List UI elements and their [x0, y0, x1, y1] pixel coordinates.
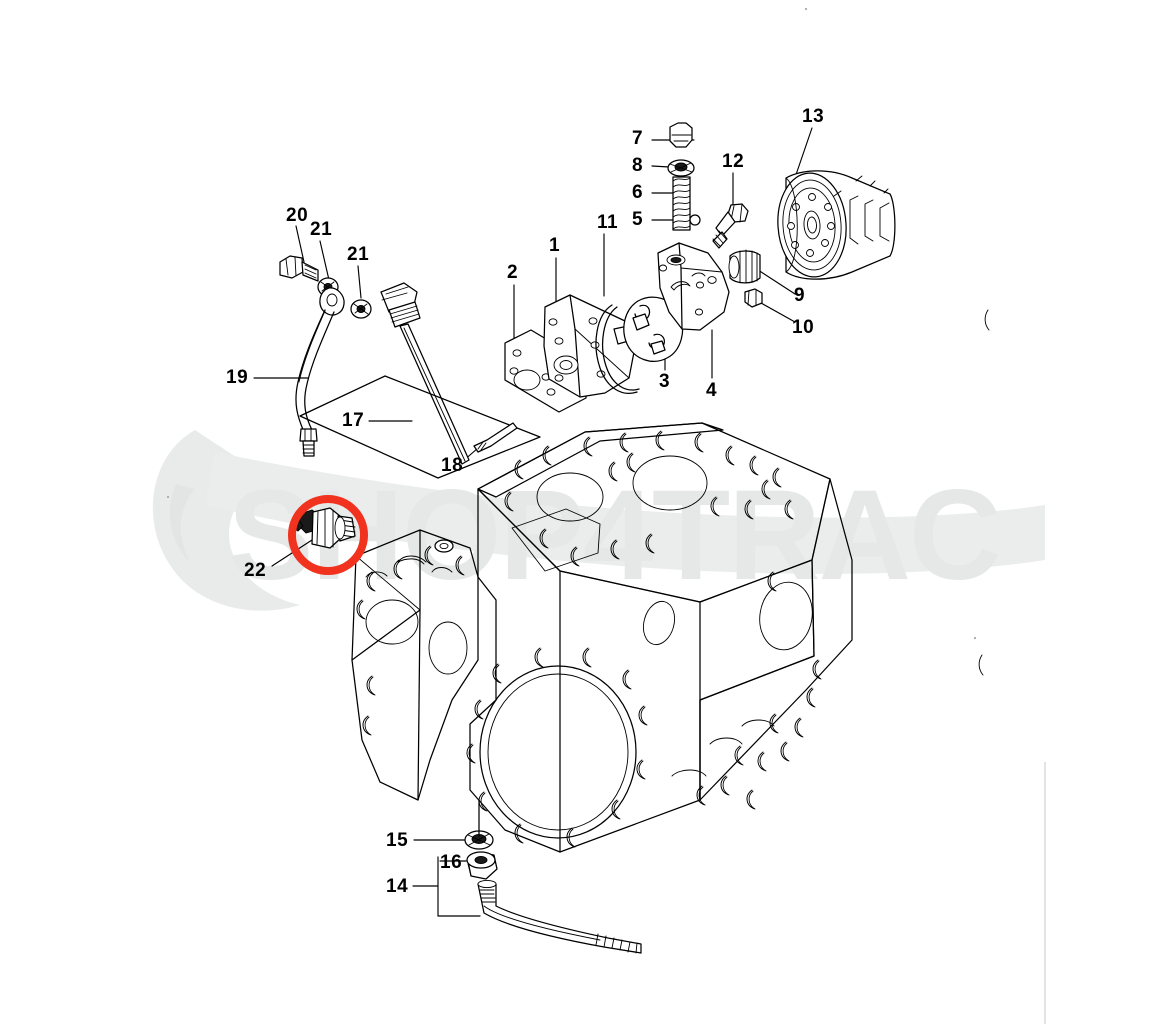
part-1-oil-pump-body [543, 294, 635, 398]
part-17-dipstick-assembly [299, 282, 541, 479]
part-10-plug-bolt [744, 288, 763, 308]
callout-number-10: 10 [792, 317, 815, 338]
part-3-oil-pump-rotor [623, 296, 684, 362]
engine-crankcase-block [351, 422, 853, 853]
callout-number-6: 6 [632, 182, 644, 203]
callout-number-2: 2 [507, 262, 519, 283]
callout-number-19: 19 [226, 367, 249, 388]
callout-number-13: 13 [802, 106, 825, 127]
callout-number-5: 5 [632, 209, 644, 230]
part-5-steel-ball [689, 214, 701, 226]
part-12-hex-flange-bolt [712, 203, 749, 249]
callout-number-11: 11 [597, 212, 619, 233]
callout-number-1: 1 [549, 235, 561, 256]
callout-number-20: 20 [286, 205, 309, 226]
part-9-filter-nipple [728, 249, 761, 284]
callout-number-3: 3 [659, 371, 671, 392]
part-16-drain-nut [466, 851, 498, 880]
scan-artifacts [167, 8, 1046, 1024]
part-20-banjo-bolt [279, 255, 319, 282]
part-19-oil-pipe [295, 287, 345, 457]
part-18-spring-pin [473, 422, 518, 453]
part-8-sealing-washer [667, 159, 695, 177]
part-7-relief-valve-plug [669, 122, 693, 148]
callout-number-21-b: 21 [347, 244, 370, 265]
part-13-oil-filter-cartridge [777, 170, 896, 280]
callout-number-22: 22 [244, 560, 267, 581]
part-4-oil-filter-bracket [657, 242, 730, 331]
callout-number-15: 15 [386, 830, 409, 851]
callout-number-4: 4 [706, 380, 718, 401]
callout-number-8: 8 [632, 155, 644, 176]
callout-number-18: 18 [441, 455, 464, 476]
callout-number-14: 14 [386, 876, 409, 897]
part-6-relief-valve-spring [672, 176, 691, 231]
callout-number-12: 12 [722, 151, 745, 172]
callout-number-16: 16 [440, 852, 463, 873]
callout-number-9: 9 [794, 285, 806, 306]
highlight-circle [288, 495, 368, 575]
part-22-oil-pressure-switch [291, 507, 356, 549]
part-2-oil-pump-cover-plate [504, 329, 587, 413]
callout-number-21-a: 21 [310, 219, 333, 240]
callout-number-17: 17 [342, 410, 365, 431]
callout-number-7: 7 [632, 128, 644, 149]
part-11-o-ring [595, 304, 640, 394]
part-21-copper-washer-b [350, 299, 372, 319]
part-14-drain-pipe [477, 879, 642, 954]
